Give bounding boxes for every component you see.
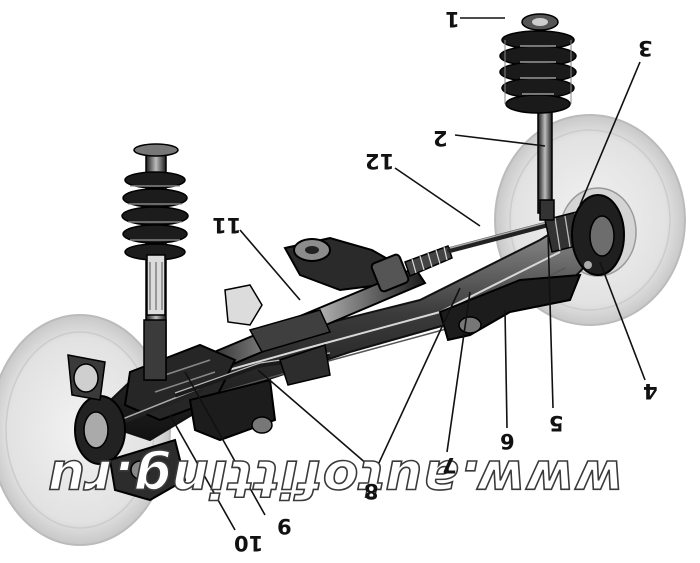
callout-9: 9 <box>277 514 292 538</box>
lower-control-arm <box>438 273 582 342</box>
callout-12: 12 <box>365 149 394 173</box>
callout-3: 3 <box>638 36 653 60</box>
callout-10: 10 <box>234 531 263 555</box>
left-brake-caliper <box>108 438 187 502</box>
mount-bracket <box>283 236 400 292</box>
callout-4: 4 <box>643 379 658 403</box>
strut-right <box>499 13 577 221</box>
strut-left <box>121 143 189 381</box>
callout-8: 8 <box>364 479 379 503</box>
callout-11: 11 <box>212 213 241 237</box>
left-wheel-hub <box>67 354 126 465</box>
left-lower-arm <box>188 378 277 442</box>
watermark-text: www.autofitting.ru <box>47 448 623 508</box>
rack-boot-right <box>404 245 453 278</box>
tie-rod-right <box>447 222 548 253</box>
callout-labels: 1 2 3 4 5 6 7 8 9 10 11 12 <box>212 7 658 555</box>
right-wheel-hub <box>571 194 625 276</box>
callout-2: 2 <box>433 126 448 150</box>
callout-5: 5 <box>549 411 564 435</box>
center-components <box>224 284 332 386</box>
leader-lines <box>169 17 646 531</box>
callout-7: 7 <box>442 453 457 477</box>
callout-6: 6 <box>500 429 515 453</box>
callout-1: 1 <box>445 7 460 31</box>
